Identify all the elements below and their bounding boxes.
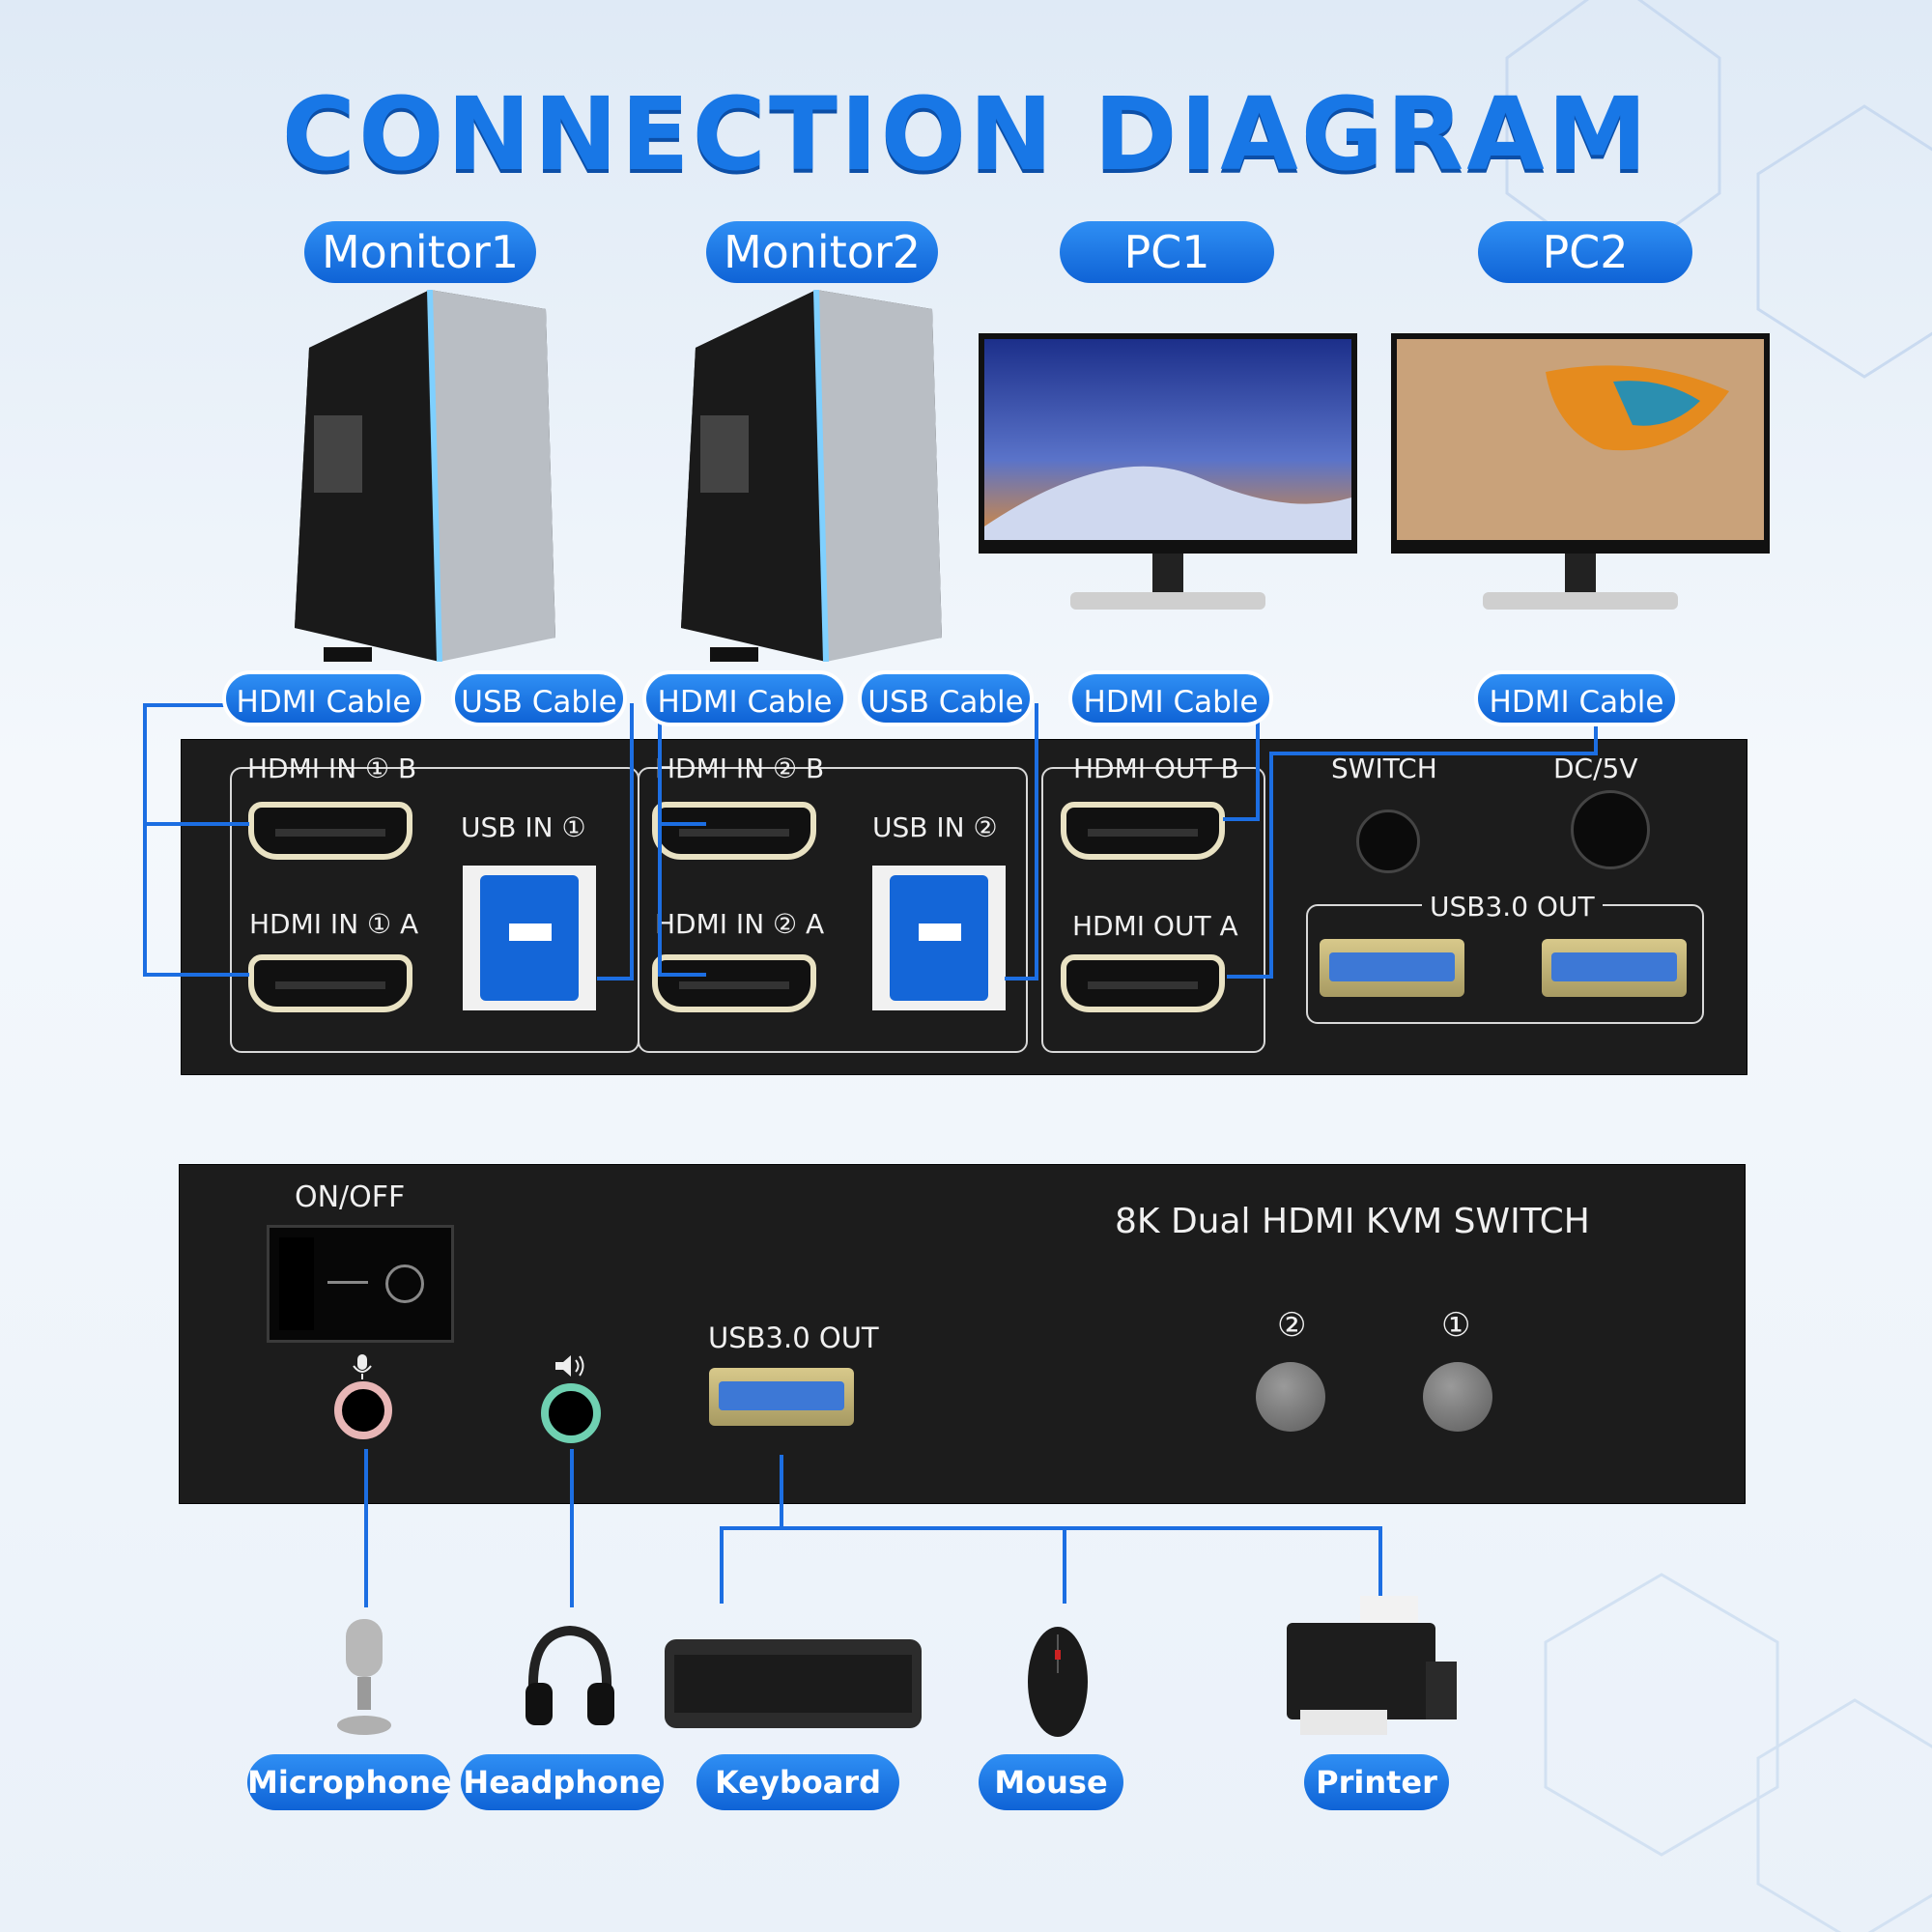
- wire-seg: [143, 973, 249, 977]
- wire-usb-1: [630, 703, 634, 980]
- wire-hdmi-out-b: [1256, 703, 1260, 821]
- label-usb-in-2: USB IN ②: [872, 811, 998, 843]
- hdmi-out-b-port: [1061, 802, 1225, 860]
- wire-hdmi-out-a: [1594, 703, 1598, 755]
- wire-hdmi-2: [658, 703, 662, 976]
- label-button-1: ①: [1441, 1306, 1471, 1345]
- label-button-2: ②: [1277, 1306, 1307, 1345]
- monitor-1-image: [979, 333, 1357, 610]
- microphone-icon: [353, 1354, 372, 1379]
- label-on-off: ON/OFF: [295, 1180, 406, 1214]
- wire-hdmi-1: [143, 703, 147, 976]
- printer-image: [1287, 1596, 1457, 1735]
- label-hdmi-out-b: HDMI OUT B: [1073, 753, 1239, 784]
- power-switch[interactable]: [267, 1225, 454, 1343]
- cable-hdmi-3: HDMI Cable: [1068, 670, 1273, 726]
- usb-in-1-port: [463, 866, 596, 1010]
- usb3-out-back-port-1: [1320, 939, 1464, 997]
- hexagon-decoration-bottom: [1544, 1573, 1932, 1932]
- label-switch-port: SWITCH: [1331, 753, 1437, 784]
- wire-seg: [720, 1526, 1382, 1530]
- wire-microphone: [364, 1449, 368, 1607]
- wire-seg: [143, 703, 228, 707]
- cable-usb-2: USB Cable: [858, 670, 1034, 726]
- wire-seg: [720, 1526, 724, 1604]
- cable-hdmi-2: HDMI Cable: [642, 670, 847, 726]
- label-usb-in-1: USB IN ①: [461, 811, 586, 843]
- wire-seg: [658, 822, 706, 826]
- select-button-2[interactable]: [1256, 1362, 1325, 1432]
- wire-seg: [1063, 1526, 1066, 1604]
- dc-power-port: [1571, 790, 1650, 869]
- wire-seg: [658, 973, 706, 977]
- wire-seg: [1378, 1526, 1382, 1604]
- headphone-jack: [541, 1383, 601, 1443]
- select-button-1[interactable]: [1423, 1362, 1492, 1432]
- wire-seg: [1269, 752, 1273, 978]
- microphone-jack: [334, 1381, 392, 1439]
- label-headphone: Headphone: [461, 1754, 664, 1810]
- headphone-image: [526, 1625, 614, 1725]
- label-hdmi-in-2b: HDMI IN ② B: [655, 753, 825, 784]
- mouse-image: [1028, 1627, 1088, 1737]
- wire-seg: [1005, 977, 1038, 980]
- label-hdmi-out-a: HDMI OUT A: [1072, 910, 1238, 942]
- page-title: CONNECTION DIAGRAM: [281, 75, 1651, 193]
- label-keyboard: Keyboard: [696, 1754, 899, 1810]
- monitor-2-image: [1391, 333, 1770, 610]
- label-hdmi-in-2a: HDMI IN ② A: [655, 908, 825, 940]
- hdmi-in-2a-port: [652, 954, 816, 1012]
- usb3-out-front-port: [709, 1368, 854, 1426]
- usb3-out-back-port-2: [1542, 939, 1687, 997]
- wire-usb-2: [1035, 703, 1038, 980]
- label-monitor2: Monitor2: [706, 221, 938, 283]
- cable-hdmi-4: HDMI Cable: [1474, 670, 1679, 726]
- label-dc-5v: DC/5V: [1553, 753, 1638, 784]
- pc-tower-1-image: [295, 290, 555, 662]
- wire-seg: [1269, 752, 1598, 755]
- usb-in-2-port: [872, 866, 1006, 1010]
- label-pc1: PC1: [1060, 221, 1274, 283]
- label-mouse: Mouse: [979, 1754, 1123, 1810]
- hdmi-out-a-port: [1061, 954, 1225, 1012]
- label-pc2: PC2: [1478, 221, 1692, 283]
- cable-hdmi-1: HDMI Cable: [222, 670, 425, 726]
- label-usb3-out-back: USB3.0 OUT: [1422, 891, 1603, 923]
- hdmi-in-1a-port: [248, 954, 412, 1012]
- switch-port: [1356, 810, 1420, 873]
- pc-tower-2-image: [681, 290, 942, 662]
- label-printer: Printer: [1304, 1754, 1449, 1810]
- label-hdmi-in-1a: HDMI IN ① A: [249, 908, 419, 940]
- wire-seg: [597, 977, 634, 980]
- wire-headphone: [570, 1449, 574, 1607]
- keyboard-image: [665, 1639, 922, 1728]
- wire-seg: [1223, 817, 1260, 821]
- speaker-icon: [555, 1355, 584, 1377]
- cable-usb-1: USB Cable: [451, 670, 627, 726]
- wire-usb-hub: [780, 1455, 783, 1528]
- microphone-image: [337, 1619, 391, 1735]
- label-usb3-out-front: USB3.0 OUT: [708, 1321, 879, 1354]
- hdmi-in-2b-port: [652, 802, 816, 860]
- hdmi-in-1b-port: [248, 802, 412, 860]
- label-monitor1: Monitor1: [304, 221, 536, 283]
- hexagon-decoration: [1505, 0, 1932, 379]
- label-hdmi-in-1b: HDMI IN ① B: [247, 753, 417, 784]
- product-name: 8K Dual HDMI KVM SWITCH: [1115, 1202, 1590, 1241]
- wire-seg: [1227, 975, 1273, 979]
- label-microphone: Microphone: [247, 1754, 452, 1810]
- wire-seg: [143, 822, 249, 826]
